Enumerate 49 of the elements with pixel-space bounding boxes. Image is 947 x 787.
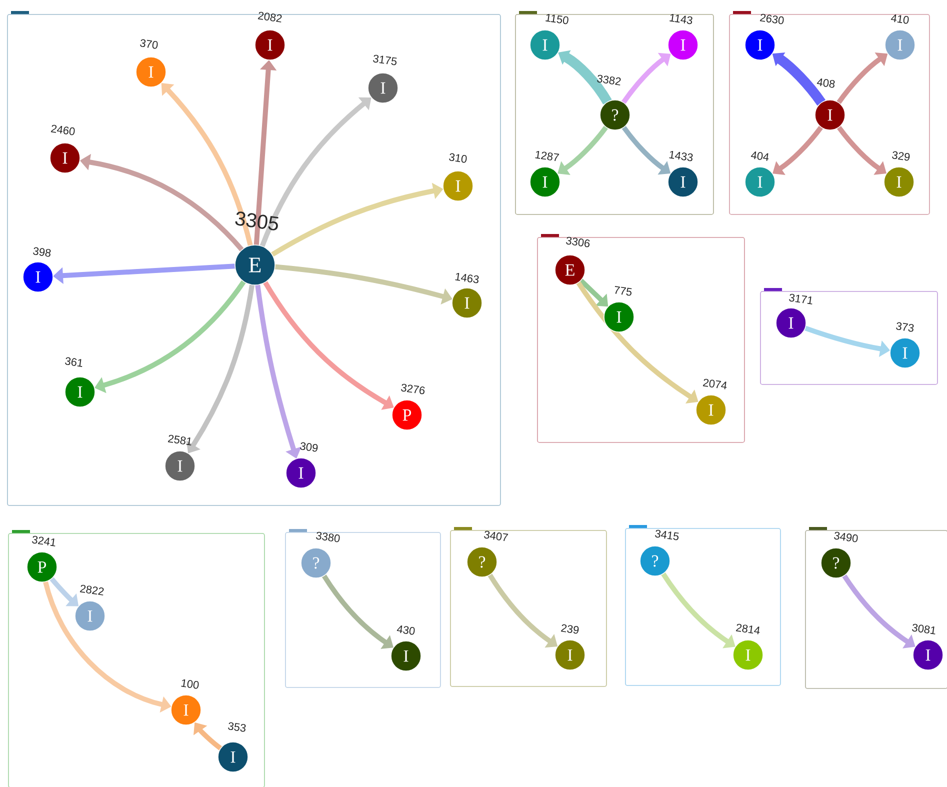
node-label: 353 bbox=[228, 722, 246, 732]
node-label: 3415 bbox=[655, 530, 679, 540]
node-label: 2082 bbox=[258, 12, 282, 22]
node-label: 3276 bbox=[401, 384, 425, 394]
node-label: 410 bbox=[890, 14, 909, 24]
node-label: 2814 bbox=[736, 624, 760, 634]
panel-frame bbox=[760, 291, 938, 385]
node-label: 1433 bbox=[669, 150, 693, 162]
node-label: 2581 bbox=[168, 434, 192, 446]
arrow bbox=[772, 126, 824, 176]
node-label: 1150 bbox=[546, 14, 568, 24]
node-label: 370 bbox=[140, 39, 158, 49]
node-label: 2630 bbox=[760, 14, 784, 24]
node-label: 3490 bbox=[834, 532, 858, 542]
panel-frame bbox=[625, 528, 781, 686]
node-label: 3175 bbox=[373, 54, 397, 66]
arrow bbox=[558, 126, 608, 176]
node-label: 361 bbox=[65, 357, 82, 367]
node-label: 1463 bbox=[455, 272, 479, 284]
node-label: 3171 bbox=[789, 294, 812, 304]
node-label: 329 bbox=[892, 151, 910, 161]
node-label: 3380 bbox=[316, 532, 340, 542]
panel-frame bbox=[450, 530, 607, 687]
node-label: 3305 bbox=[235, 212, 278, 230]
node-label: 3382 bbox=[597, 74, 621, 86]
node-label: 3081 bbox=[912, 624, 936, 634]
arrow bbox=[260, 97, 372, 248]
panel-frame bbox=[729, 14, 930, 215]
node-label: 100 bbox=[181, 679, 199, 689]
node-label: 3306 bbox=[566, 236, 590, 248]
node-label: 3241 bbox=[32, 536, 56, 546]
node-label: 373 bbox=[896, 322, 914, 332]
node-label: 398 bbox=[33, 247, 51, 257]
node-label: 2822 bbox=[80, 584, 104, 596]
node-label: 3407 bbox=[484, 530, 508, 542]
node-label: 310 bbox=[449, 153, 467, 163]
node-label: 309 bbox=[300, 442, 318, 452]
node-label: 1143 bbox=[670, 14, 692, 24]
node-label: 775 bbox=[614, 286, 632, 296]
panel-frame bbox=[285, 532, 441, 688]
node-label: 430 bbox=[396, 626, 415, 635]
node-label: 2460 bbox=[50, 124, 75, 136]
node-label: 2074 bbox=[702, 378, 727, 390]
panel-frame bbox=[515, 14, 714, 215]
node-label: 408 bbox=[816, 78, 835, 88]
node-label: 239 bbox=[560, 624, 579, 634]
panel-frame bbox=[537, 237, 745, 443]
node-label: 404 bbox=[750, 152, 769, 161]
node-label: 1287 bbox=[535, 150, 560, 161]
